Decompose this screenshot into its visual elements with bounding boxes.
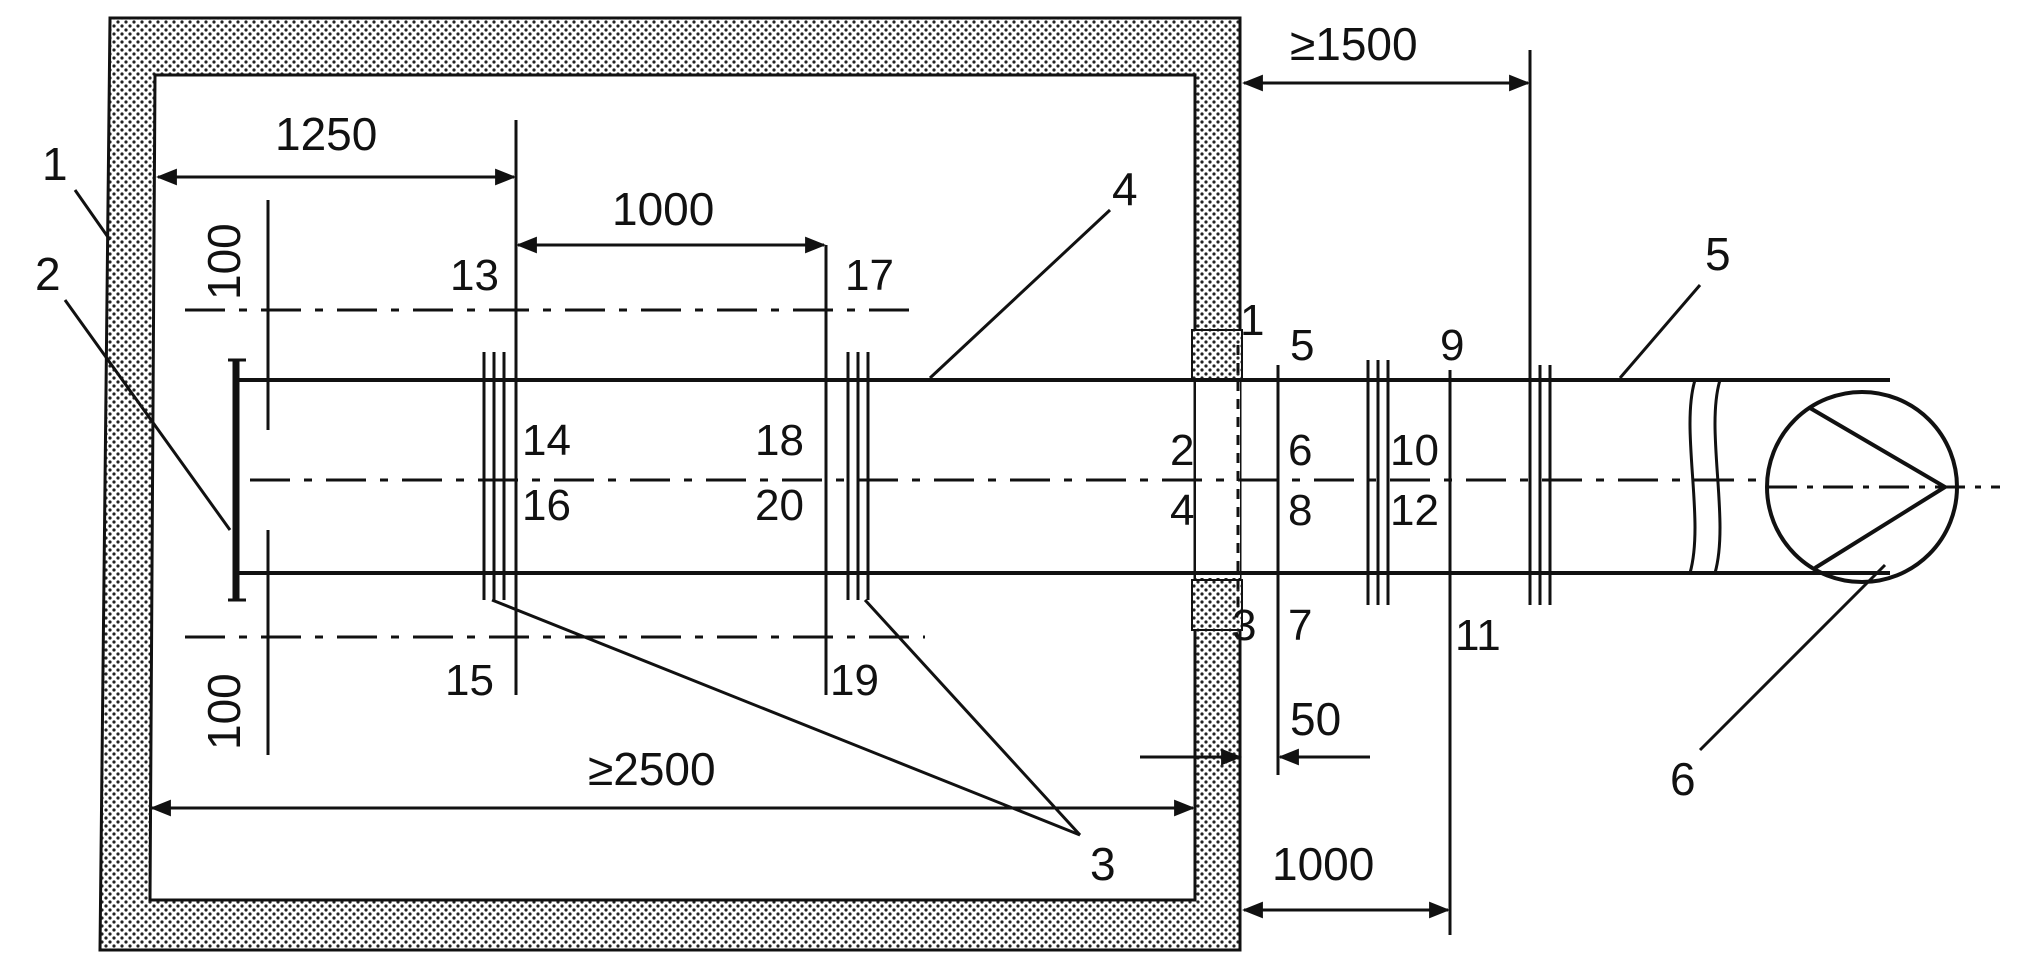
duct [228,358,1890,602]
dim-100-top-label: 100 [198,223,250,300]
point-20: 20 [755,481,804,530]
point-11: 11 [1455,611,1501,660]
point-19: 19 [830,656,879,705]
point-4: 4 [1170,486,1194,535]
point-15: 15 [445,656,494,705]
dim-1250-label: 1250 [275,108,377,160]
fan-icon [1765,390,2000,584]
point-14: 14 [522,416,571,465]
point-8: 8 [1288,486,1312,535]
dim-50-label: 50 [1290,693,1341,745]
callout-3: 3 [1090,838,1116,890]
point-12: 12 [1390,486,1439,535]
dim-1000-bottom-label: 1000 [1272,838,1374,890]
point-7: 7 [1288,601,1312,650]
point-13: 13 [450,251,499,300]
callout-5: 5 [1705,228,1731,280]
callout-leaders [63,189,1887,837]
point-10: 10 [1390,426,1439,475]
point-1: 1 [1240,296,1264,345]
dim-1500-label: ≥1500 [1290,18,1418,70]
callout-1: 1 [42,138,68,190]
dim-2500-label: ≥2500 [588,743,716,795]
callout-2: 2 [35,248,61,300]
point-2: 2 [1170,426,1194,475]
measurement-sections [266,50,1552,935]
point-3: 3 [1232,601,1256,650]
dimension-lines [149,74,1531,919]
point-5: 5 [1290,321,1314,370]
point-16: 16 [522,481,571,530]
room-wall [98,16,1243,952]
point-18: 18 [755,416,804,465]
point-17: 17 [845,251,894,300]
dim-100-bottom-label: 100 [198,673,250,750]
callout-6: 6 [1670,753,1696,805]
point-9: 9 [1440,321,1464,370]
dim-1000-top-label: 1000 [612,183,714,235]
point-6: 6 [1288,426,1312,475]
callout-4: 4 [1112,163,1138,215]
